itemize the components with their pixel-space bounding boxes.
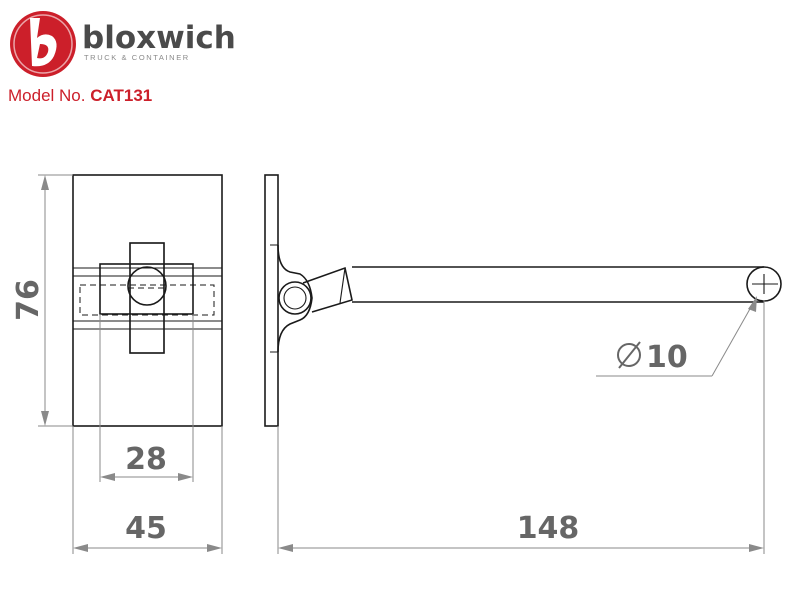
side-plate [264, 174, 279, 427]
brand-name: bloxwich [82, 20, 236, 56]
brand-tagline: TRUCK & CONTAINER [84, 53, 190, 62]
model-value: CAT131 [90, 86, 152, 105]
diameter-symbol-icon [617, 343, 641, 367]
hidden-slot [79, 284, 215, 316]
dim-hole-spacing-label: 28 [125, 442, 167, 477]
brand-logo [10, 11, 76, 77]
plate-outline [72, 174, 223, 427]
dimension-overall-length: 148 [277, 300, 765, 554]
hinge-bracket [277, 244, 313, 353]
dimension-hole-spacing: 28 [99, 314, 194, 482]
bracket-vertical [129, 242, 165, 354]
pivot-circle [127, 266, 167, 306]
front-view [72, 174, 223, 427]
dimension-rod-diameter: 10 [596, 296, 757, 377]
dimension-plate-width: 45 [72, 426, 223, 554]
model-label: Model No. [8, 86, 85, 105]
dim-plate-width-label: 45 [125, 511, 167, 546]
bracket-horizontal [99, 263, 194, 315]
rod-link [302, 266, 353, 313]
dimension-height: 76 [11, 174, 73, 427]
hinge-eye-inner [283, 286, 307, 310]
dim-overall-length-label: 148 [517, 511, 580, 546]
dim-height-label: 76 [11, 279, 46, 321]
dim-rod-diameter-label: 10 [646, 340, 688, 375]
model-number: Model No. CAT131 [8, 86, 152, 105]
hinge-eye-outer [278, 281, 312, 315]
side-view [264, 174, 782, 427]
